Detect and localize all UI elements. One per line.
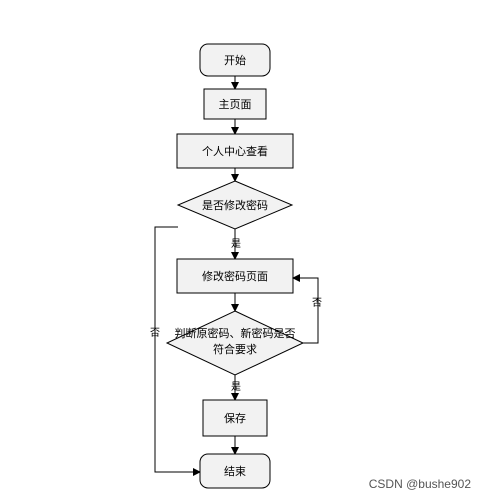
edge-yes2-label: 是 — [231, 381, 241, 393]
personal-center-node: 个人中心查看 — [176, 133, 294, 169]
decision-check-label-line1: 判断原密码、新密码是否 — [175, 326, 296, 340]
save-node: 保存 — [202, 399, 268, 437]
personal-center-label: 个人中心查看 — [202, 144, 268, 158]
end-node: 结束 — [199, 453, 271, 489]
home-node: 主页面 — [203, 88, 267, 120]
modify-page-node: 修改密码页面 — [176, 258, 294, 294]
decision-check-label-line2: 符合要求 — [213, 342, 257, 356]
start-node: 开始 — [199, 43, 271, 77]
decision-check-node: 判断原密码、新密码是否 符合要求 — [165, 310, 305, 376]
save-label: 保存 — [224, 411, 246, 425]
decision-modify-label: 是否修改密码 — [202, 198, 268, 212]
watermark: CSDN @bushe902 — [369, 477, 471, 491]
end-label: 结束 — [224, 465, 246, 478]
edge-no1-label: 否 — [150, 327, 160, 339]
modify-page-label: 修改密码页面 — [202, 269, 268, 283]
start-label: 开始 — [224, 53, 246, 67]
edge-no2-label: 否 — [312, 297, 322, 309]
edge-yes1-label: 是 — [231, 238, 241, 250]
decision-modify-node: 是否修改密码 — [176, 180, 294, 230]
edge-decision-no — [154, 226, 201, 476]
home-label: 主页面 — [219, 98, 252, 111]
edge-check-no — [292, 274, 319, 344]
watermark-text: CSDN @bushe902 — [368, 477, 471, 491]
